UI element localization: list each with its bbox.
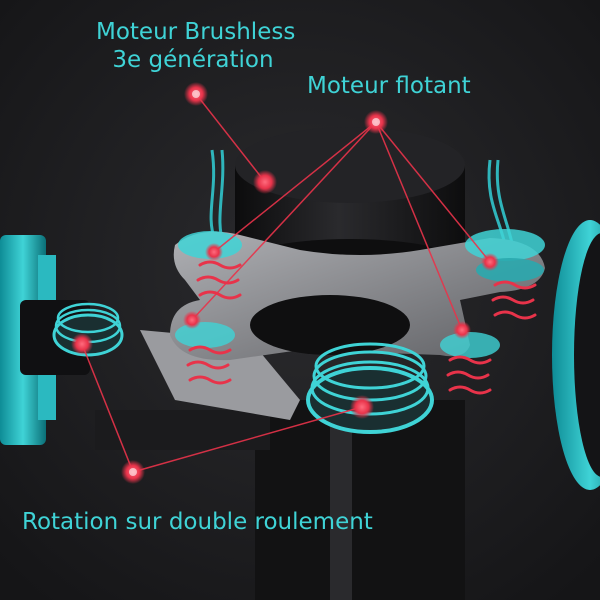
marker-left-bearing (71, 333, 93, 355)
handle-highlight (330, 400, 352, 600)
label-brushless-motor: Moteur Brushless 3e génération (96, 18, 296, 74)
plate-opening (250, 295, 410, 355)
dampers (175, 229, 545, 358)
marker-center-bearing (350, 395, 374, 419)
marker-damper-front-left (205, 243, 223, 261)
marker-damper-back-left (183, 311, 201, 329)
damping-springs (186, 260, 537, 395)
bracket (95, 410, 270, 450)
callout-markers (71, 82, 499, 484)
label-brushless-line2: 3e génération (112, 47, 274, 73)
right-cyan-ring (552, 220, 600, 490)
callout-lines (81, 93, 491, 473)
label-double-bearing-rotation: Rotation sur double roulement (22, 509, 373, 535)
marker-damper-right (481, 253, 499, 271)
label-floating-motor: Moteur flotant (307, 73, 471, 99)
marker-motor (253, 170, 277, 194)
label-brushless-line1: Moteur Brushless (96, 19, 296, 45)
marker-damper-back-right (453, 321, 471, 339)
